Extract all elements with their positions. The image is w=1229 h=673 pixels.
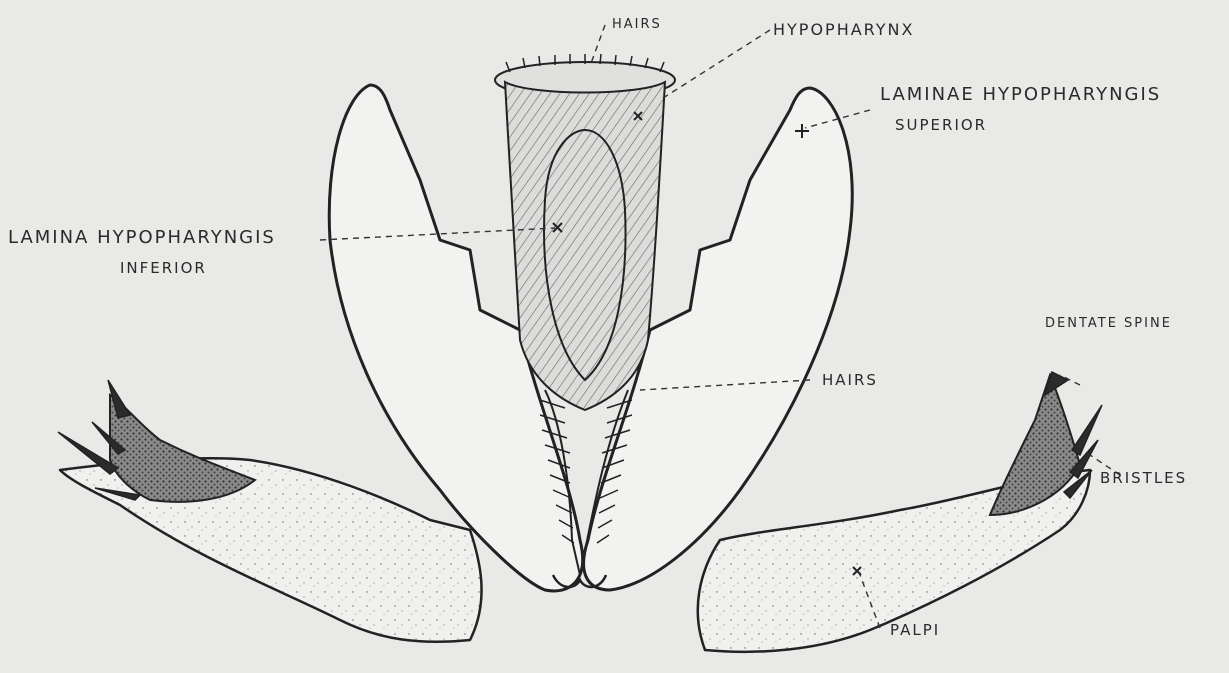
label-bristles: BRISTLES <box>1100 469 1187 487</box>
label-lamina-line1: LAMINA HYPOPHARYNGIS <box>8 227 276 248</box>
label-palpi: PALPI <box>890 621 940 639</box>
label-lamina-line2: INFERIOR <box>120 259 207 277</box>
label-laminae-line1: LAMINAE HYPOPHARYNGIS <box>880 84 1161 105</box>
label-dentate-spine: DENTATE SPINE <box>1045 316 1172 331</box>
label-hairs-middle: HAIRS <box>822 371 878 389</box>
label-hairs-top: HAIRS <box>612 17 662 32</box>
label-hypopharynx: HYPOPHARYNX <box>773 20 914 39</box>
label-laminae-line2: SUPERIOR <box>895 116 987 134</box>
